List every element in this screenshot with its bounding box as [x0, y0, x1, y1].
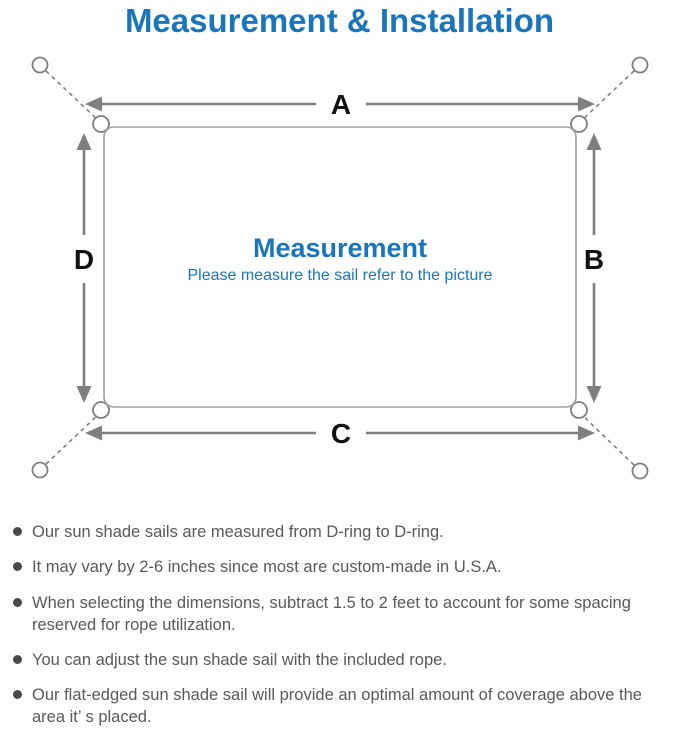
d-ring-icons	[92, 115, 588, 420]
dimension-label-c: C	[331, 418, 351, 449]
diagram-center-title: Measurement	[253, 233, 427, 263]
note-item: When selecting the dimensions, subtract …	[13, 592, 665, 636]
dimension-arrow-c	[85, 425, 595, 441]
page-title: Measurement & Installation	[124, 2, 555, 39]
bullet-icon	[13, 527, 22, 537]
note-text: Our flat-edged sun shade sail will provi…	[32, 685, 642, 726]
sail-diagram-svg: A C D B Measurement Please measure the s…	[31, 56, 649, 480]
dimension-arrow-b	[586, 133, 602, 404]
note-item: You can adjust the sun shade sail with t…	[13, 649, 665, 671]
measurement-diagram: A C D B Measurement Please measure the s…	[0, 39, 679, 507]
bullet-icon	[13, 654, 22, 664]
dimension-label-d: D	[74, 244, 94, 275]
bullet-icon	[13, 689, 22, 699]
diagram-center-subtitle: Please measure the sail refer to the pic…	[187, 267, 492, 284]
bullet-icon	[13, 597, 22, 607]
sail-rectangle	[103, 126, 577, 409]
note-text: It may vary by 2-6 inches since most are…	[32, 558, 502, 577]
bullet-icon	[13, 562, 22, 572]
anchor-ring-icons	[31, 56, 649, 480]
dimension-label-a: A	[331, 89, 351, 120]
note-text: You can adjust the sun shade sail with t…	[32, 650, 447, 669]
measurement-notes-list: Our sun shade sails are measured from D-…	[0, 521, 679, 728]
dimension-label-b: B	[584, 244, 604, 275]
note-item: It may vary by 2-6 inches since most are…	[13, 556, 665, 578]
note-item: Our flat-edged sun shade sail will provi…	[13, 684, 665, 728]
dimension-arrow-d	[76, 133, 92, 404]
dimension-arrow-a	[85, 96, 595, 112]
note-item: Our sun shade sails are measured from D-…	[13, 521, 665, 543]
note-text: When selecting the dimensions, subtract …	[32, 593, 631, 634]
note-text: Our sun shade sails are measured from D-…	[32, 523, 444, 542]
